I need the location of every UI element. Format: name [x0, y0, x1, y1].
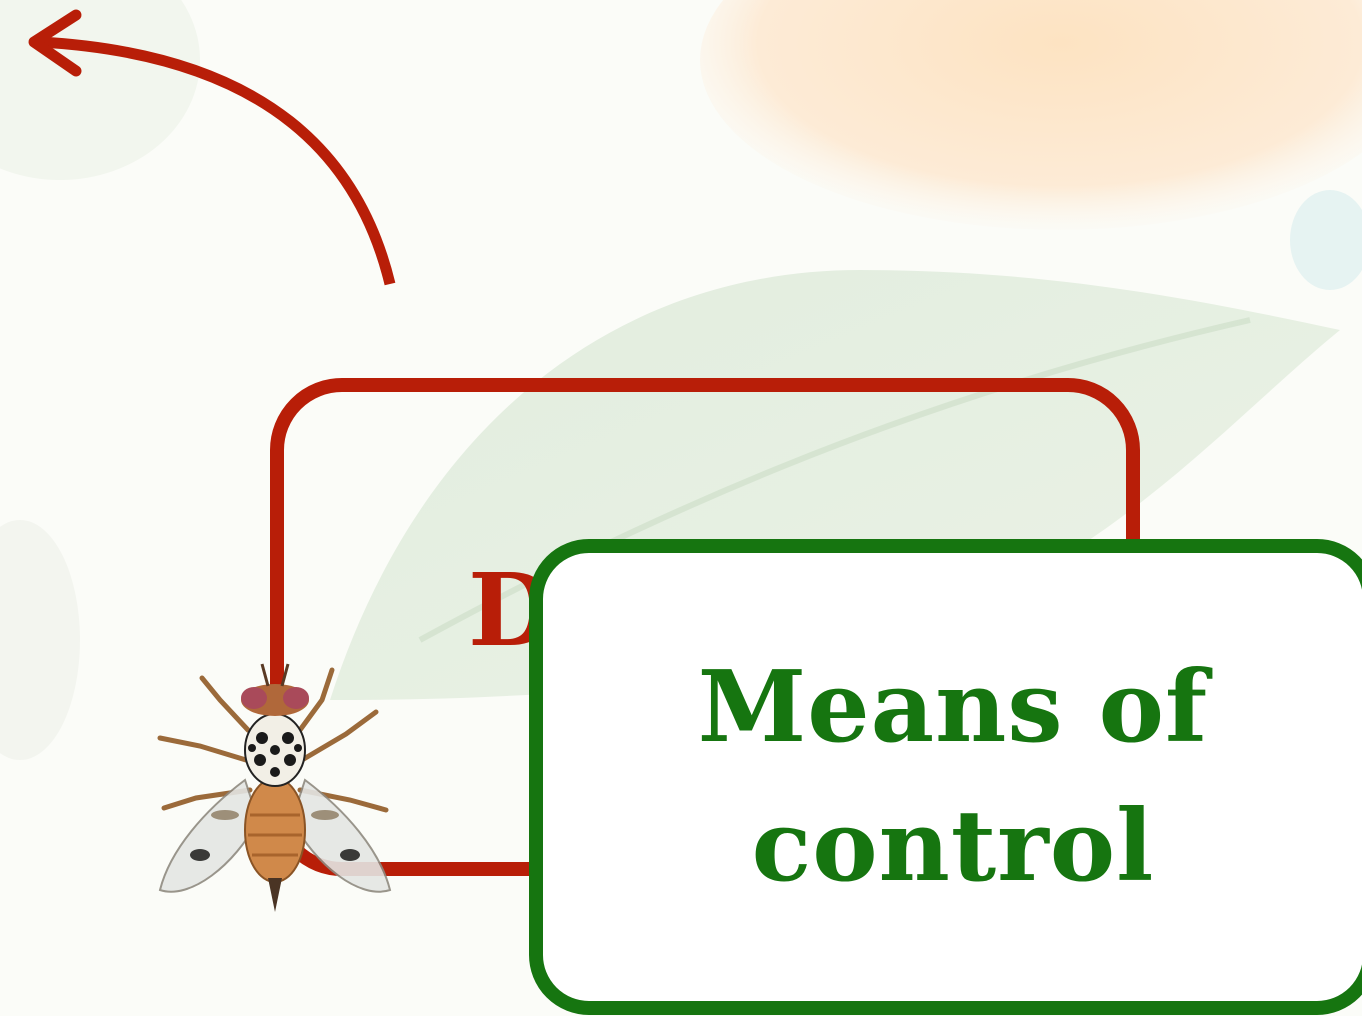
medfly-image: [150, 650, 400, 920]
green-diagram-box: Means of control: [529, 539, 1362, 1015]
green-box-title-line-1: Means of: [698, 638, 1208, 777]
green-box-title: Means of control: [698, 638, 1208, 916]
curved-arrow-icon: [0, 0, 420, 300]
green-box-title-line-2: control: [698, 777, 1208, 916]
